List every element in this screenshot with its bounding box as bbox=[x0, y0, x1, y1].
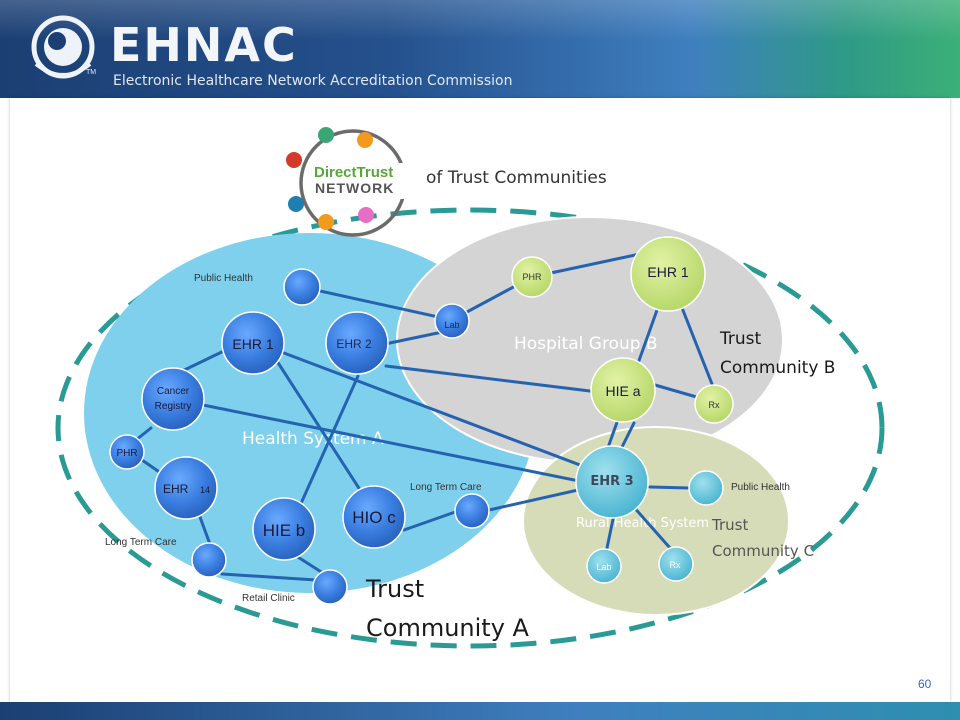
ehr1-b-label: EHR 1 bbox=[647, 264, 688, 280]
hio-c-label: HIO c bbox=[352, 508, 396, 527]
community-b-label-line1: Trust bbox=[719, 329, 762, 349]
trademark-mark: TM bbox=[86, 69, 97, 76]
rx-b-node[interactable] bbox=[694, 384, 734, 424]
logo-network-text: NETWORK bbox=[315, 180, 394, 196]
hospital-group-b-label: Hospital Group B bbox=[514, 334, 658, 354]
ehr14-label: EHR bbox=[163, 482, 189, 496]
ehr1-a-node[interactable] bbox=[221, 311, 285, 375]
footer-bar bbox=[0, 702, 960, 720]
community-c-label-line1: Trust bbox=[711, 516, 748, 534]
page-number: 60 bbox=[918, 677, 932, 691]
dashed-trust-boundary bbox=[55, 207, 885, 649]
header-banner: EHNAC TM Electronic Healthcare Network A… bbox=[0, 0, 960, 98]
ehr2-a-node[interactable] bbox=[325, 311, 389, 375]
phr-a-node[interactable] bbox=[109, 434, 145, 470]
hie-a-node[interactable] bbox=[590, 357, 656, 423]
link-ltc-ehr3 bbox=[487, 488, 580, 512]
health-system-a-label: Health System A bbox=[242, 429, 384, 449]
community-c-label-line2: Community C bbox=[712, 542, 814, 560]
rx-b-label: Rx bbox=[709, 400, 720, 410]
hio-c-node[interactable] bbox=[342, 485, 406, 549]
cancer-registry-node[interactable] bbox=[141, 367, 205, 431]
lab-c-node[interactable] bbox=[586, 548, 622, 584]
cancer-registry-label-2: Registry bbox=[155, 401, 192, 412]
public-health-c-label: Public Health bbox=[731, 482, 790, 493]
phr-b-label: PHR bbox=[522, 272, 542, 282]
lab-c-label: Lab bbox=[596, 562, 611, 572]
community-a-label-line1: Trust bbox=[365, 575, 424, 603]
link-publichealth-lab bbox=[300, 285, 454, 322]
phr-b-node[interactable] bbox=[511, 256, 553, 298]
long-term-care-c-node[interactable] bbox=[454, 493, 490, 529]
long-term-care-c-label: Long Term Care bbox=[410, 482, 482, 493]
link-cancer-ehr3 bbox=[201, 403, 586, 484]
logo-directtrust-text: DirectTrust bbox=[314, 164, 393, 181]
public-health-a-node[interactable] bbox=[283, 268, 321, 306]
hie-b-label: HIE b bbox=[263, 521, 306, 540]
lab-b-node[interactable] bbox=[434, 303, 470, 339]
public-health-c-node[interactable] bbox=[688, 470, 724, 506]
long-term-care-a-label: Long Term Care bbox=[105, 537, 177, 548]
community-b-label-line2: Community B bbox=[720, 358, 835, 378]
link-hioc-ltc bbox=[402, 509, 460, 532]
phr-a-label: PHR bbox=[116, 448, 137, 459]
ehr3-node[interactable] bbox=[575, 445, 649, 519]
hie-b-node[interactable] bbox=[252, 497, 316, 561]
retail-clinic-label: Retail Clinic bbox=[242, 593, 295, 604]
rx-c-label: Rx bbox=[670, 560, 681, 570]
hie-a-label: HIE a bbox=[605, 383, 640, 399]
ehnac-logo-icon bbox=[31, 15, 95, 79]
ehr1-b-node[interactable] bbox=[630, 236, 706, 312]
link-cancer-phr bbox=[134, 426, 153, 442]
rx-c-node[interactable] bbox=[658, 546, 694, 582]
brand-name: EHNAC bbox=[110, 18, 298, 72]
ehr14-number-label: 14 bbox=[200, 485, 210, 495]
retail-clinic-node[interactable] bbox=[312, 569, 348, 605]
cancer-registry-label-1: Cancer bbox=[157, 386, 190, 397]
community-a-label-line2: Community A bbox=[366, 614, 530, 642]
header-shine bbox=[0, 0, 960, 40]
slide-title-fragment: of Trust Communities bbox=[426, 168, 607, 188]
ehr2-a-label: EHR 2 bbox=[336, 337, 372, 351]
ehr1-a-label: EHR 1 bbox=[232, 336, 273, 352]
link-ehr2-hiea bbox=[384, 364, 600, 394]
long-term-care-a-node[interactable] bbox=[191, 542, 227, 578]
link-ehr3-rx bbox=[630, 503, 672, 550]
link-ehr3-publichealth bbox=[648, 485, 691, 490]
public-health-a-label: Public Health bbox=[194, 273, 253, 284]
lab-b-label: Lab bbox=[444, 320, 459, 330]
link-ltc-retail bbox=[220, 572, 318, 582]
brand-tagline: Electronic Healthcare Network Accreditat… bbox=[113, 73, 513, 89]
link-ehr14-ltc bbox=[198, 515, 213, 549]
ehr14-node[interactable] bbox=[154, 456, 218, 520]
ehr3-label: EHR 3 bbox=[590, 474, 633, 489]
link-ehr1-hioc bbox=[273, 356, 375, 512]
link-hiea-rx bbox=[653, 383, 702, 400]
directtrust-network-logo: DirectTrust NETWORK bbox=[286, 127, 418, 237]
rural-health-system-label: Rural Health System bbox=[576, 516, 709, 531]
